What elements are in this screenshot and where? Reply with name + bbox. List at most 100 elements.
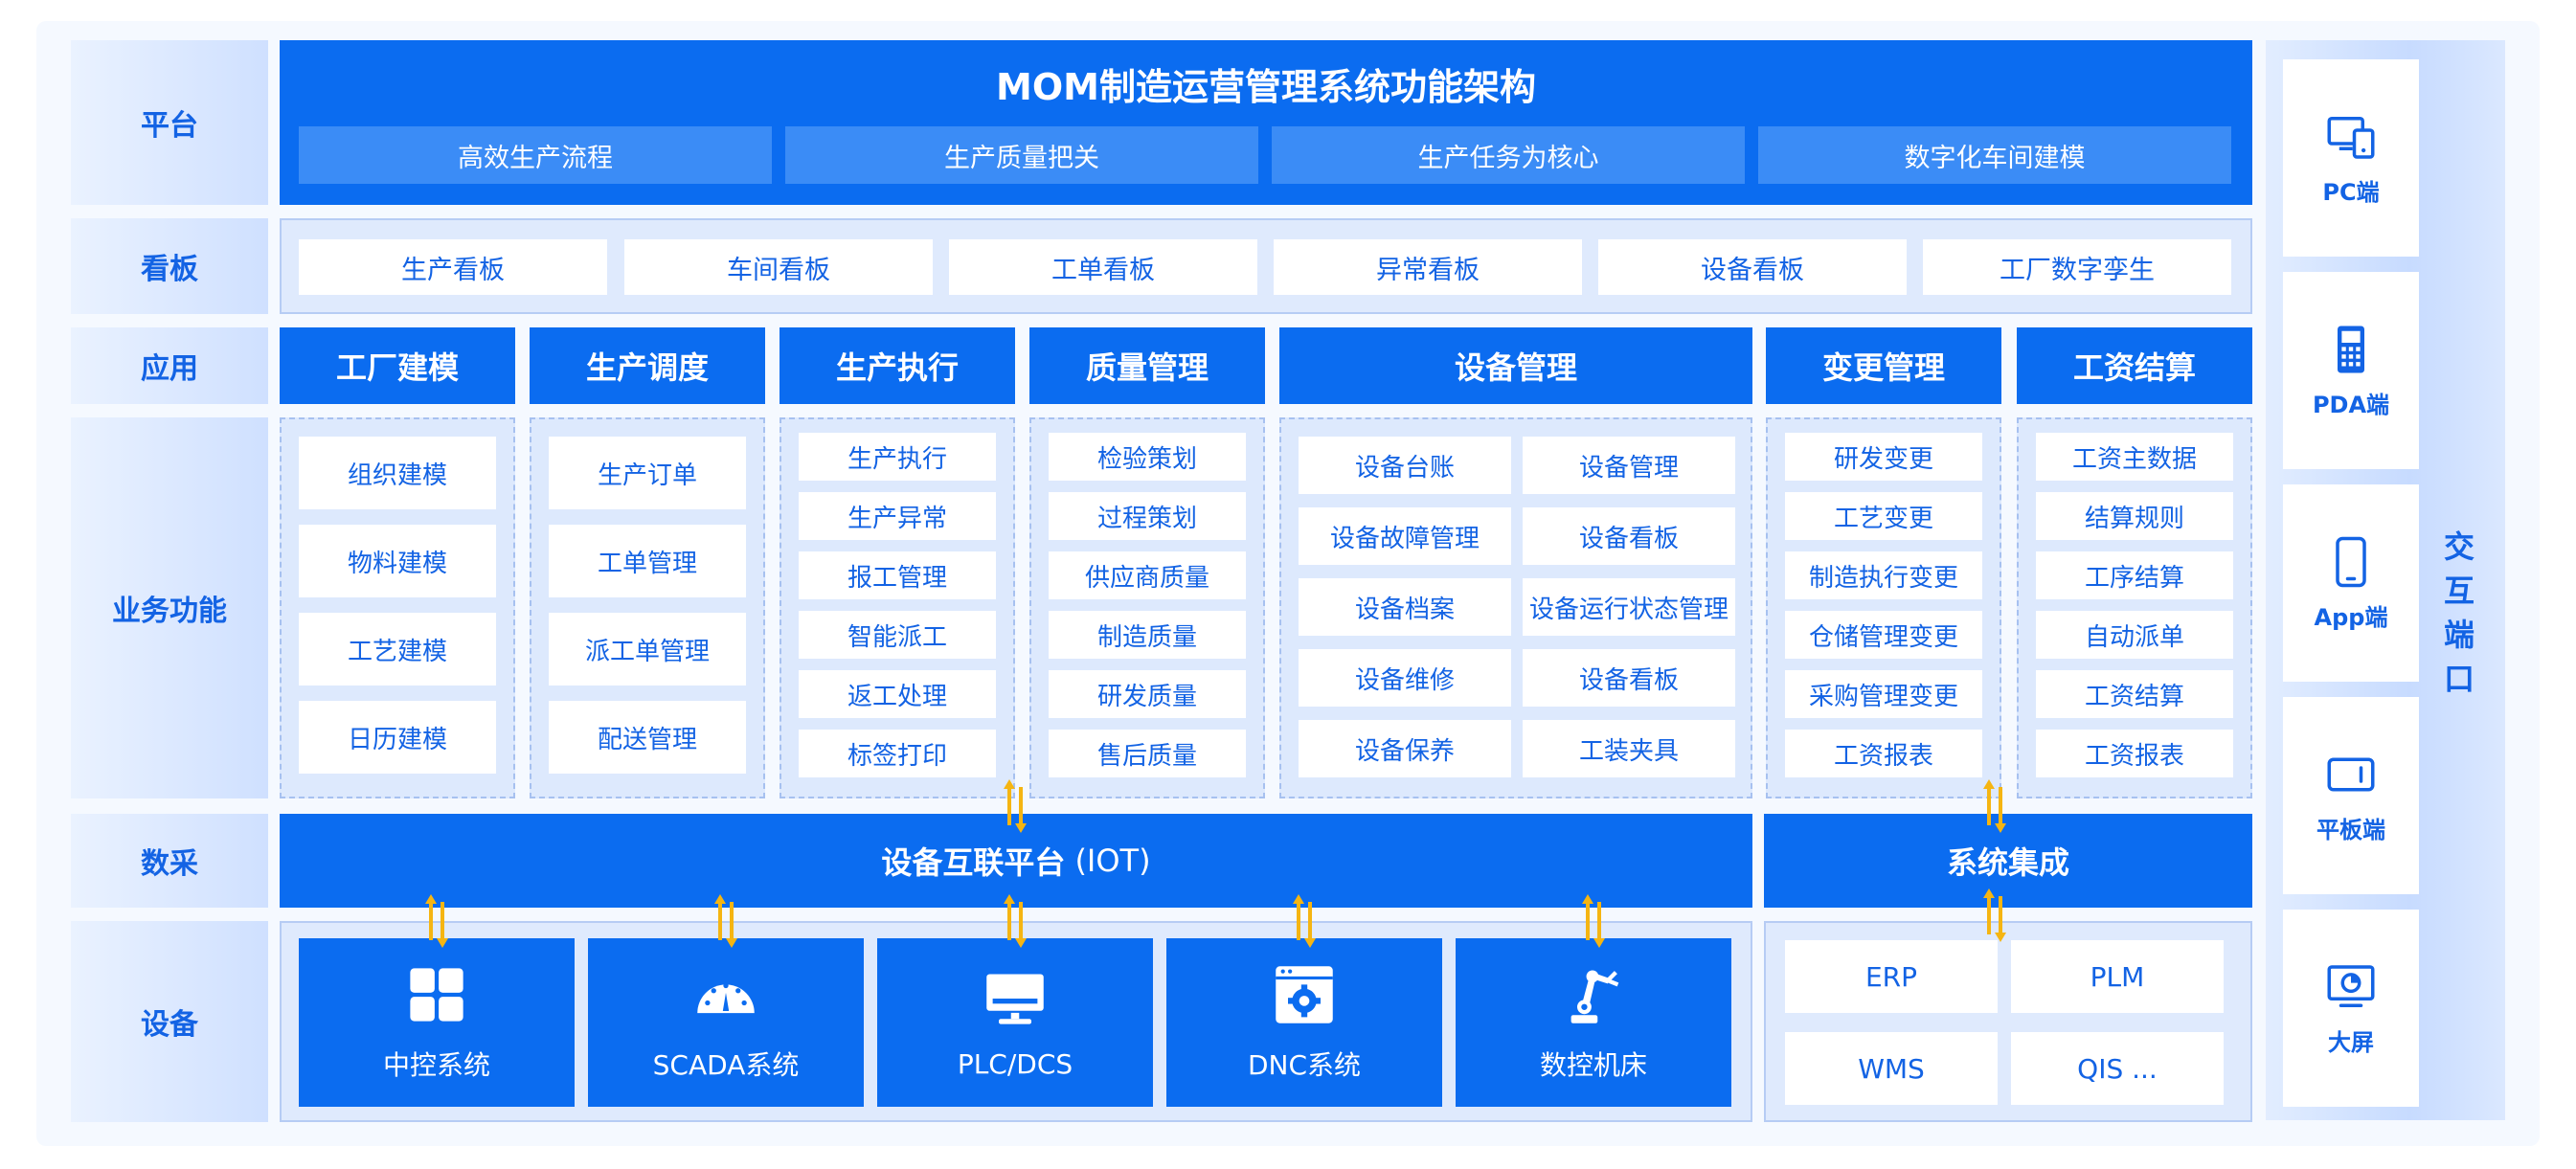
app-header: 质量管理 bbox=[1029, 327, 1265, 404]
client-label: PC端 bbox=[2322, 178, 2380, 206]
device-card: 数控机床 bbox=[1456, 938, 1731, 1107]
device-card: SCADA系统 bbox=[588, 938, 864, 1107]
integration-panel: ERP PLM WMS QIS ... bbox=[1764, 921, 2252, 1122]
function-item: 设备维修 bbox=[1299, 649, 1511, 707]
function-item: 设备看板 bbox=[1523, 507, 1735, 565]
function-item: 生产执行 bbox=[799, 433, 996, 481]
grid-icon bbox=[410, 968, 463, 1022]
device-label: PLC/DCS bbox=[957, 1047, 1073, 1080]
device-label: 数控机床 bbox=[1539, 1049, 1647, 1081]
function-item: 工单管理 bbox=[549, 525, 746, 597]
monitor-icon bbox=[986, 974, 1044, 1024]
board-item: 生产看板 bbox=[299, 239, 607, 295]
device-label: DNC系统 bbox=[1247, 1049, 1362, 1081]
board-item: 异常看板 bbox=[1274, 239, 1582, 295]
diagram-title: MOM制造运营管理系统功能架构 bbox=[996, 66, 1536, 108]
integration-item: QIS ... bbox=[2011, 1032, 2224, 1105]
function-item: 设备管理 bbox=[1523, 437, 1735, 494]
function-item: 派工单管理 bbox=[549, 613, 746, 686]
system-integration-bar: 系统集成 bbox=[1764, 814, 2252, 908]
platform-tag: 生产任务为核心 bbox=[1272, 126, 1745, 184]
function-column: 检验策划 过程策划 供应商质量 制造质量 研发质量 售后质量 bbox=[1029, 417, 1265, 798]
device-card: DNC系统 bbox=[1166, 938, 1442, 1107]
function-item: 结算规则 bbox=[2036, 492, 2233, 540]
robot-arm-icon bbox=[1570, 970, 1619, 1023]
client-card: App端 bbox=[2283, 484, 2419, 682]
function-item: 供应商质量 bbox=[1049, 551, 1246, 599]
pda-icon bbox=[2338, 326, 2364, 372]
function-item: 生产异常 bbox=[799, 492, 996, 540]
function-column: 生产订单 工单管理 派工单管理 配送管理 bbox=[530, 417, 765, 798]
row-label-board: 看板 bbox=[71, 218, 268, 314]
client-card: 平板端 bbox=[2283, 697, 2419, 894]
function-item: 物料建模 bbox=[299, 525, 496, 597]
function-item: 工资报表 bbox=[2036, 730, 2233, 777]
function-item: 自动派单 bbox=[2036, 611, 2233, 659]
function-item: 设备看板 bbox=[1523, 649, 1735, 707]
function-item: 工资报表 bbox=[1785, 730, 1982, 777]
app-header: 生产执行 bbox=[780, 327, 1015, 404]
board-item: 车间看板 bbox=[624, 239, 933, 295]
function-item: 研发变更 bbox=[1785, 433, 1982, 481]
function-item: 工艺建模 bbox=[299, 613, 496, 686]
function-column: 设备台账 设备管理 设备故障管理 设备看板 设备档案 设备运行状态管理 设备维修… bbox=[1279, 417, 1752, 798]
function-item: 工艺变更 bbox=[1785, 492, 1982, 540]
function-item: 制造质量 bbox=[1049, 611, 1246, 659]
function-item: 标签打印 bbox=[799, 730, 996, 777]
tablet-icon bbox=[2327, 757, 2375, 791]
interaction-title: 交互端口 bbox=[2443, 528, 2474, 697]
app-header: 工厂建模 bbox=[280, 327, 515, 404]
device-label: SCADA系统 bbox=[652, 1049, 800, 1081]
client-card: PDA端 bbox=[2283, 272, 2419, 469]
row-label-application: 应用 bbox=[71, 327, 268, 404]
app-header: 工资结算 bbox=[2017, 327, 2252, 404]
function-column: 工资主数据 结算规则 工序结算 自动派单 工资结算 工资报表 bbox=[2017, 417, 2252, 798]
function-item: 组织建模 bbox=[299, 437, 496, 509]
function-item: 设备故障管理 bbox=[1299, 507, 1511, 565]
integration-item: PLM bbox=[2011, 940, 2224, 1013]
platform-tag: 生产质量把关 bbox=[785, 126, 1258, 184]
client-label: 大屏 bbox=[2328, 1028, 2374, 1056]
board-item: 工厂数字孪生 bbox=[1923, 239, 2231, 295]
board-item: 工单看板 bbox=[949, 239, 1257, 295]
row-label-platform: 平台 bbox=[71, 40, 268, 205]
phone-icon bbox=[2336, 536, 2366, 587]
big-screen-icon bbox=[2327, 964, 2375, 1007]
board-panel: 生产看板 车间看板 工单看板 异常看板 设备看板 工厂数字孪生 bbox=[280, 218, 2252, 314]
function-column: 生产执行 生产异常 报工管理 智能派工 返工处理 标签打印 bbox=[780, 417, 1015, 798]
function-item: 工序结算 bbox=[2036, 551, 2233, 599]
app-header: 变更管理 bbox=[1766, 327, 2001, 404]
integration-item: ERP bbox=[1785, 940, 1998, 1013]
device-label: 中控系统 bbox=[382, 1049, 490, 1081]
function-item: 返工处理 bbox=[799, 670, 996, 718]
iot-label: 设备互联平台 bbox=[881, 844, 1066, 881]
function-column: 组织建模 物料建模 工艺建模 日历建模 bbox=[280, 417, 515, 798]
iot-platform-bar: 设备互联平台 (IOT) bbox=[280, 814, 1752, 908]
function-item: 设备运行状态管理 bbox=[1523, 578, 1735, 636]
device-card: PLC/DCS bbox=[877, 938, 1153, 1107]
function-item: 制造执行变更 bbox=[1785, 551, 1982, 599]
integration-item: WMS bbox=[1785, 1032, 1998, 1105]
client-label: 平板端 bbox=[2316, 816, 2385, 843]
function-item: 配送管理 bbox=[549, 701, 746, 774]
platform-tag: 高效生产流程 bbox=[299, 126, 772, 184]
function-item: 日历建模 bbox=[299, 701, 496, 774]
function-item: 采购管理变更 bbox=[1785, 670, 1982, 718]
function-item: 设备台账 bbox=[1299, 437, 1511, 494]
platform-panel: MOM制造运营管理系统功能架构 高效生产流程 生产质量把关 生产任务为核心 数字… bbox=[280, 40, 2252, 205]
client-label: App端 bbox=[2314, 603, 2388, 631]
iot-paren: (IOT) bbox=[1074, 843, 1151, 879]
function-item: 过程策划 bbox=[1049, 492, 1246, 540]
device-card: 中控系统 bbox=[299, 938, 575, 1107]
function-item: 生产订单 bbox=[549, 437, 746, 509]
function-item: 智能派工 bbox=[799, 611, 996, 659]
function-item: 研发质量 bbox=[1049, 670, 1246, 718]
row-label-devices: 设备 bbox=[71, 921, 268, 1122]
row-label-functions: 业务功能 bbox=[71, 417, 268, 798]
function-item: 工资主数据 bbox=[2036, 433, 2233, 481]
app-header: 设备管理 bbox=[1279, 327, 1752, 404]
client-label: PDA端 bbox=[2312, 391, 2390, 418]
function-item: 设备档案 bbox=[1299, 578, 1511, 636]
board-item: 设备看板 bbox=[1598, 239, 1907, 295]
client-card: 大屏 bbox=[2283, 910, 2419, 1107]
